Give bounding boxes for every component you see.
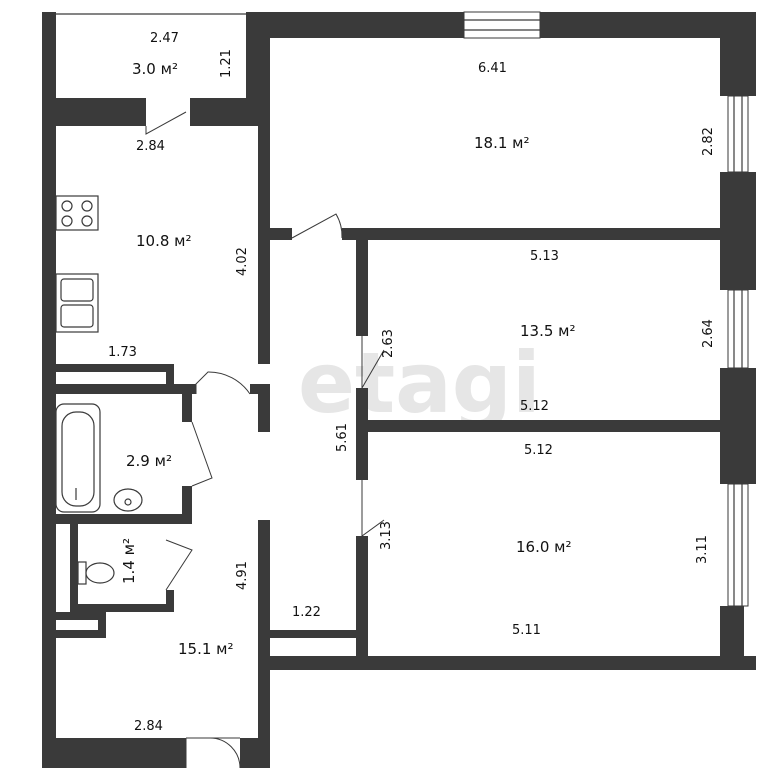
walls [42,12,756,768]
low-room-area: 16.0 м² [516,538,572,556]
washbasin-icon [113,488,143,512]
dim-big-room-width: 6.41 [478,61,507,76]
dim-mid-room-top: 5.13 [530,249,559,264]
dim-kitchen-height: 4.02 [235,247,250,276]
dim-hall-height: 4.91 [235,561,250,590]
dim-mid-room-bottom: 5.12 [520,399,549,414]
dim-mid-room-left: 2.63 [381,329,396,358]
kitchen-sink-icon [55,273,99,333]
dim-corridor-length: 5.61 [335,423,350,452]
dimension-labels: 2.47 1.21 6.41 2.82 2.84 4.02 1.73 5.13 … [108,31,716,734]
dim-big-room-height: 2.82 [701,127,716,156]
big-room-area: 18.1 м² [474,134,530,152]
dim-low-room-left: 3.13 [379,521,394,550]
stove-icon [55,195,99,231]
dim-low-room-right: 3.11 [695,535,710,564]
dim-mid-room-right: 2.64 [701,319,716,348]
fixtures [55,195,143,585]
toilet-icon [77,561,115,585]
bathtub-icon [55,403,101,513]
dim-hall-bottom: 2.84 [134,719,163,734]
mid-room-area: 13.5 м² [520,322,576,340]
balcony-area: 3.0 м² [132,60,178,78]
dim-balcony-width: 2.47 [150,31,179,46]
dim-kitchen-bottom: 1.73 [108,345,137,360]
dim-corridor-width: 1.22 [292,605,321,620]
kitchen-area: 10.8 м² [136,232,192,250]
hallway-area: 15.1 м² [178,640,234,658]
watermark-brand: etagi [298,334,541,432]
dim-low-room-top: 5.12 [524,443,553,458]
windows [463,11,749,607]
dim-balcony-height: 1.21 [219,49,234,78]
dim-low-room-bottom: 5.11 [512,623,541,638]
bathroom-area: 2.9 м² [126,452,172,470]
dim-kitchen-top: 2.84 [136,139,165,154]
toilet-area: 1.4 м² [120,538,138,584]
doors [145,111,385,768]
area-labels: 3.0 м² 18.1 м² 10.8 м² 13.5 м² 2.9 м² 16… [120,60,576,658]
